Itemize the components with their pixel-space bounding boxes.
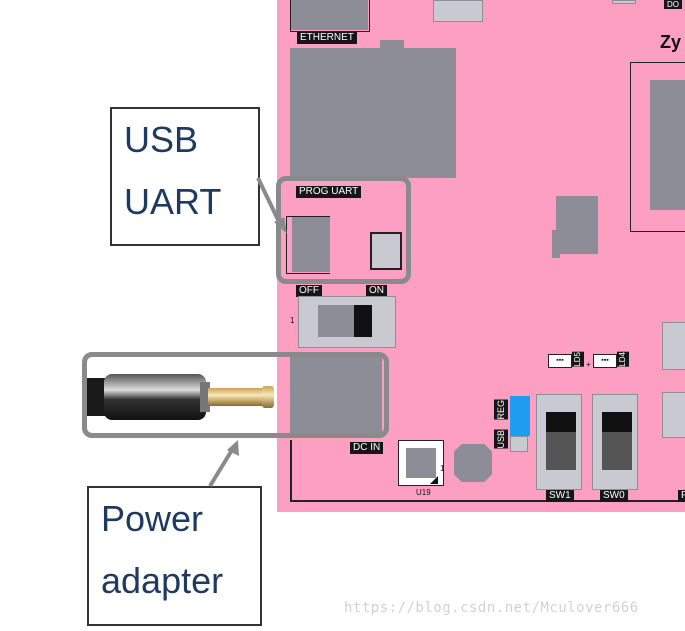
silkscreen-sw1: SW1 (546, 490, 574, 502)
usb-uart-highlight (276, 176, 411, 284)
silkscreen-zy: Zy (660, 32, 682, 52)
power-adapter-callout-line1: Power (101, 498, 204, 539)
watermark: https://blog.csdn.net/Mculover666 (344, 600, 639, 616)
silkscreen-prog-uart: PROG UART (296, 186, 362, 198)
silkscreen-do: DO (664, 0, 682, 9)
usb-uart-arrowhead (274, 217, 287, 234)
octagon-component (454, 444, 492, 482)
led-plus: + (586, 360, 591, 369)
silkscreen-partial: P (678, 490, 685, 502)
usb-uart-callout-line2: UART (124, 181, 222, 222)
u19-chip (406, 448, 436, 478)
usb-uart-connector (292, 216, 330, 272)
switch-sw0-knob[interactable] (602, 412, 632, 432)
jumper-pin (510, 436, 528, 452)
u19-pin1: 1 (440, 464, 445, 473)
switch-sw1-knob[interactable] (546, 412, 576, 432)
led-ld5: ▪▪▪ (548, 354, 572, 368)
power-adapter-plug (84, 374, 274, 420)
top-small-component (612, 0, 636, 4)
silkscreen-sw0: SW0 (600, 490, 628, 502)
ethernet-outline (290, 0, 370, 32)
usb-power-jumper[interactable] (510, 396, 530, 436)
power-adapter-arrow (208, 448, 234, 488)
small-chip-tab (552, 230, 560, 258)
top-component (433, 0, 483, 22)
silkscreen-pin1: 1 (290, 316, 295, 325)
right-edge-component-2 (662, 392, 685, 438)
ethernet-jack-top (290, 0, 368, 30)
power-adapter-highlight (82, 352, 389, 438)
silkscreen-on: ON (366, 285, 387, 297)
led-ld4: ▪▪▪ (593, 354, 617, 368)
usb-uart-callout-line1: USB (124, 119, 199, 160)
silkscreen-dc-in: DC IN (350, 442, 384, 454)
small-chip (556, 196, 598, 254)
power-adapter-callout: Power adapter (87, 486, 262, 626)
uart-led (370, 232, 402, 270)
silkscreen-off: OFF (296, 285, 322, 297)
right-edge-component (662, 322, 685, 370)
board-left-outline (290, 440, 292, 500)
usb-uart-callout: USB UART (110, 107, 260, 246)
zynq-chip (650, 80, 685, 210)
large-connector-tab (380, 40, 404, 50)
usb-uart-arrow (256, 177, 283, 227)
power-adapter-callout-line2: adapter (101, 560, 224, 601)
large-connector (290, 48, 456, 178)
power-switch-knob[interactable] (354, 305, 372, 337)
usb-uart-outline (286, 216, 330, 274)
silkscreen-u19: U19 (416, 488, 431, 497)
zynq-outline (630, 62, 685, 232)
power-adapter-arrowhead (227, 440, 239, 456)
dc-jack (290, 356, 382, 436)
silkscreen-ethernet: ETHERNET (297, 32, 357, 44)
u19-pin-marker (430, 476, 438, 484)
